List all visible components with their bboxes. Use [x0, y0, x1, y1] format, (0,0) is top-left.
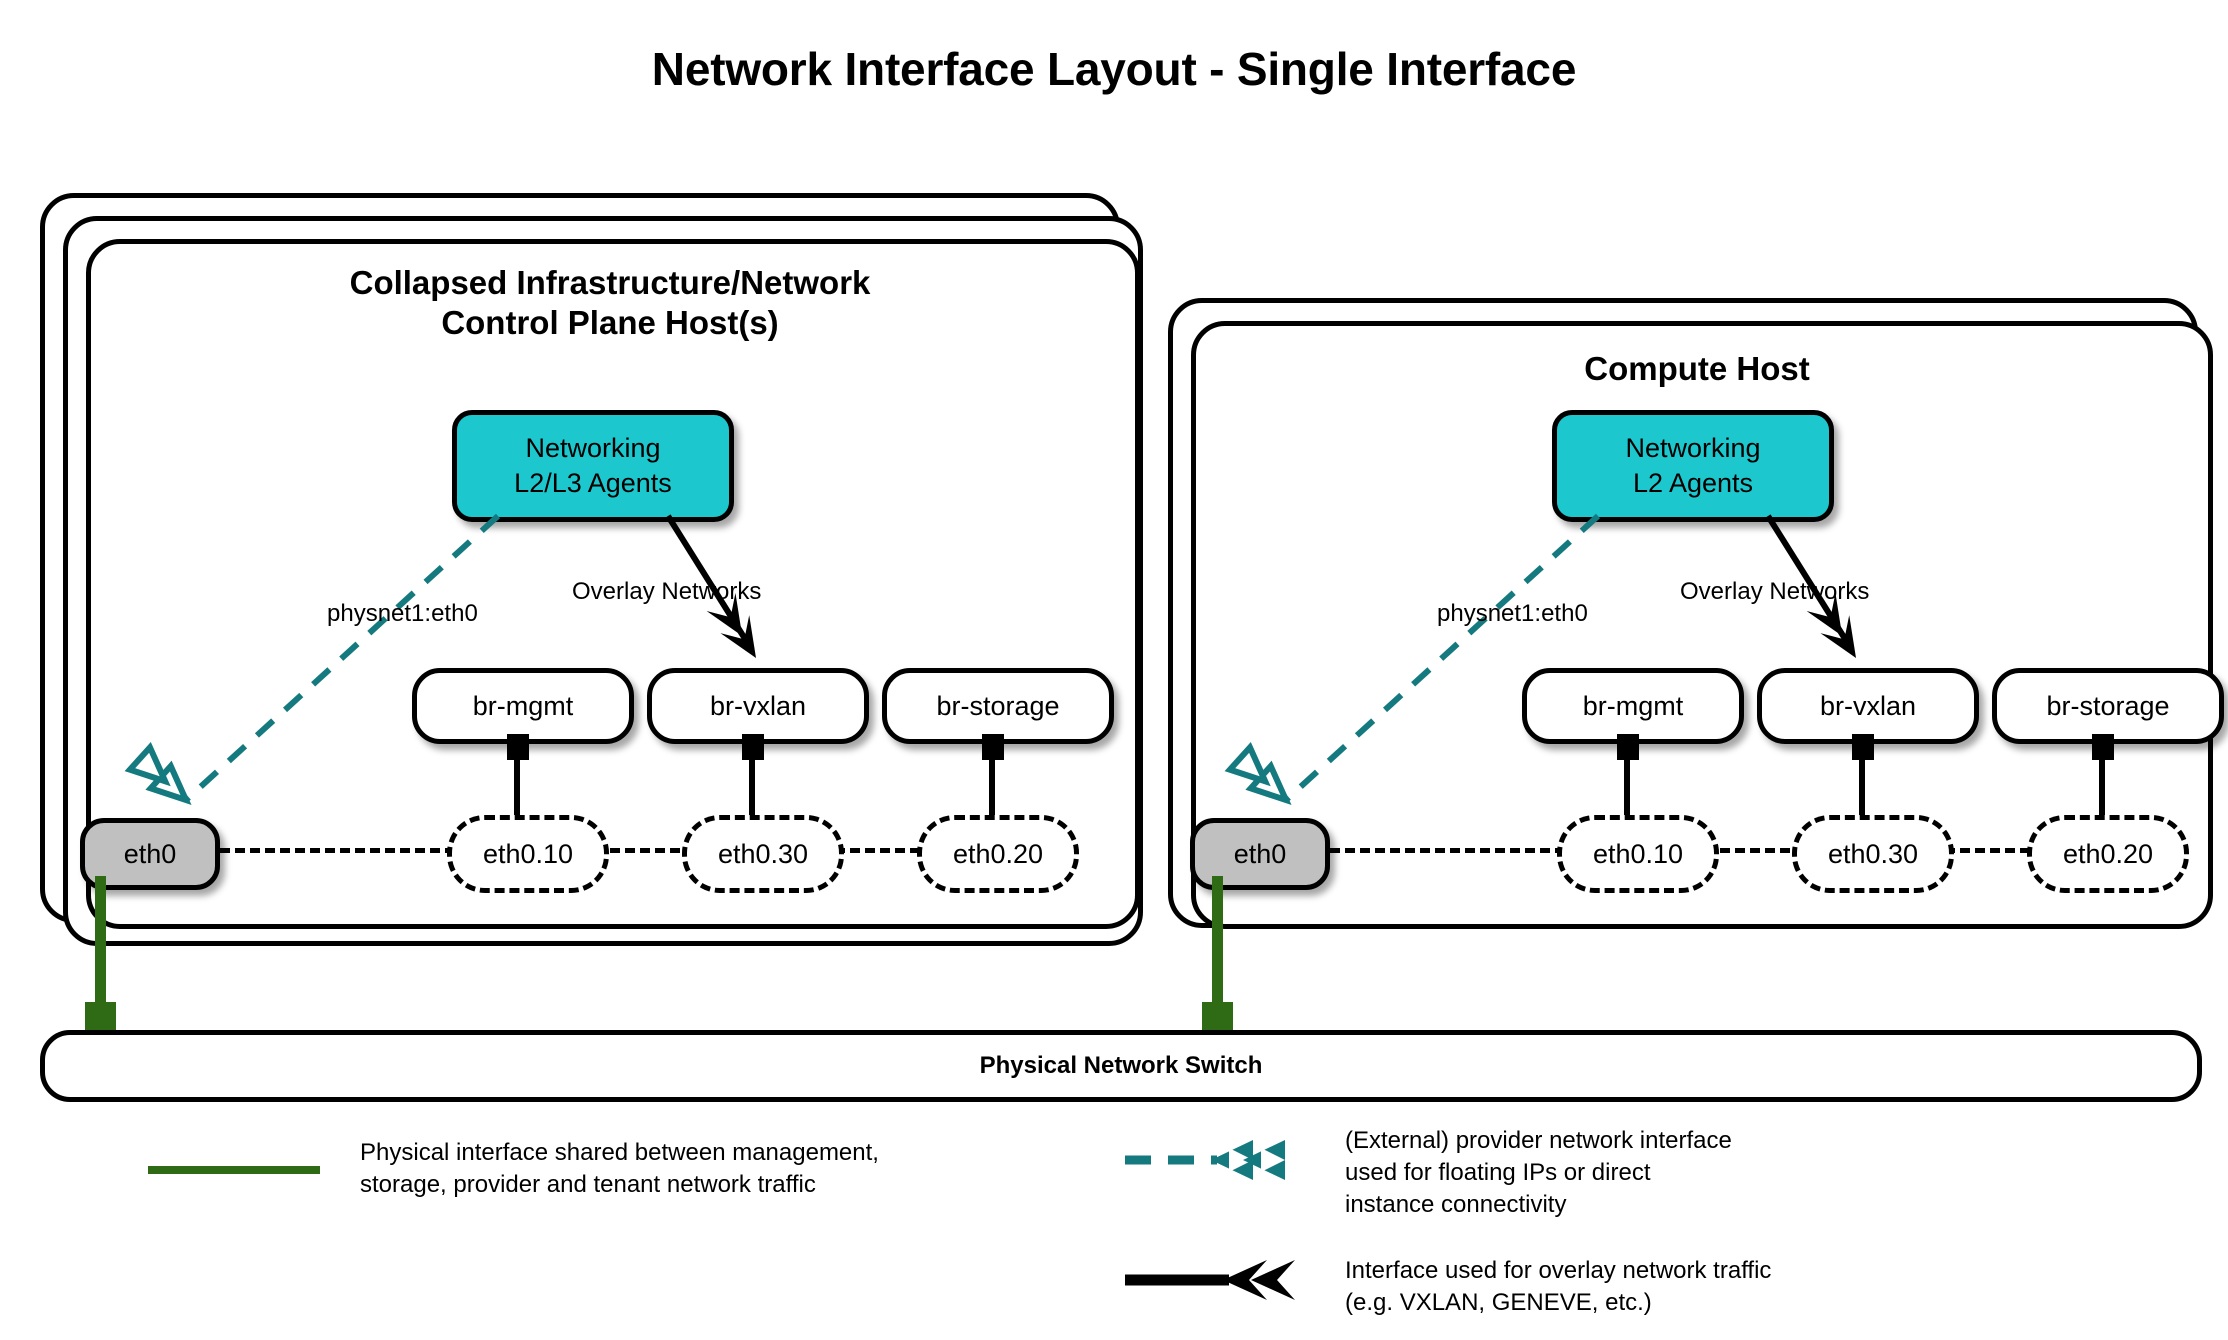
bridge-label: br-mgmt	[472, 690, 574, 721]
control-plane-droplink-br-vxlan	[749, 760, 755, 828]
compute-overlay-arrowhead	[1806, 593, 1856, 658]
vlan-label: eth0.20	[2062, 838, 2154, 869]
control-plane-port-br-storage	[982, 734, 1004, 760]
compute-droplink-br-mgmt	[1624, 760, 1630, 828]
agents-label-line1: Networking	[1625, 433, 1761, 464]
legend-overlay-swatch	[1125, 1260, 1295, 1300]
control-plane-vlan-eth0-30[interactable]: eth0.30	[682, 815, 844, 893]
control-plane-droplink-br-storage	[989, 760, 995, 828]
control-plane-vlan-bus	[205, 848, 1025, 853]
control-plane-overlay-label: Overlay Networks	[572, 578, 762, 605]
compute-provider-dashed-line	[1283, 513, 1601, 803]
control-plane-bridge-br-vxlan[interactable]: br-vxlan	[647, 668, 869, 744]
control-plane-networking-agents-box[interactable]: Networking L2/L3 Agents	[452, 410, 734, 522]
compute-nic-eth0[interactable]: eth0	[1190, 818, 1330, 890]
bridge-label: br-vxlan	[709, 690, 807, 721]
compute-networking-agents-box[interactable]: Networking L2 Agents	[1552, 410, 1834, 522]
compute-droplink-br-vxlan	[1859, 760, 1865, 828]
bridge-label: br-vxlan	[1819, 690, 1917, 721]
compute-port-br-vxlan	[1852, 734, 1874, 760]
control-plane-droplink-br-mgmt	[514, 760, 520, 828]
compute-vlan-eth0-10[interactable]: eth0.10	[1557, 815, 1719, 893]
compute-droplink-br-storage	[2099, 760, 2105, 828]
compute-agent-edges	[1224, 513, 1856, 805]
control-plane-vlan-eth0-20[interactable]: eth0.20	[917, 815, 1079, 893]
agents-label-line1: Networking	[525, 433, 661, 464]
vlan-label: eth0.20	[952, 838, 1044, 869]
agents-label-line2: L2/L3 Agents	[514, 468, 672, 498]
compute-port-br-mgmt	[1617, 734, 1639, 760]
control-plane-agent-edges	[124, 513, 756, 805]
control-plane-physical-cable	[95, 876, 106, 1016]
bridge-label: br-storage	[936, 690, 1060, 721]
compute-vlan-bus	[1315, 848, 2135, 853]
compute-bridge-br-vxlan[interactable]: br-vxlan	[1757, 668, 1979, 744]
legend-physical-swatch	[148, 1166, 320, 1174]
compute-bridge-br-mgmt[interactable]: br-mgmt	[1522, 668, 1744, 744]
control-plane-bridge-br-storage[interactable]: br-storage	[882, 668, 1114, 744]
control-plane-overlay-arrowhead	[706, 593, 756, 658]
vlan-label: eth0.10	[1592, 838, 1684, 869]
control-plane-cable-plug	[85, 1002, 116, 1034]
page-title: Network Interface Layout - Single Interf…	[651, 43, 1577, 95]
control-plane-host-title-line1: Collapsed Infrastructure/Network	[349, 264, 871, 301]
compute-cable-plug	[1202, 1002, 1233, 1034]
control-plane-vlan-eth0-10[interactable]: eth0.10	[447, 815, 609, 893]
control-plane-provider-dashed-line	[183, 513, 501, 803]
compute-vlan-eth0-30[interactable]: eth0.30	[1792, 815, 1954, 893]
bridge-label: br-mgmt	[1582, 690, 1684, 721]
nic-label: eth0	[1233, 838, 1287, 869]
switch-label: Physical Network Switch	[979, 1052, 1263, 1079]
compute-host-title: Compute Host	[1241, 349, 2153, 389]
control-plane-host-panel[interactable]	[86, 239, 1140, 929]
compute-port-br-storage	[2092, 734, 2114, 760]
control-plane-host-title: Collapsed Infrastructure/Network Control…	[140, 263, 1080, 344]
legend-overlay-text: Interface used for overlay network traff…	[1345, 1257, 1772, 1317]
control-plane-port-br-mgmt	[507, 734, 529, 760]
legend-overlay-arrowhead	[1223, 1260, 1295, 1300]
control-plane-port-br-vxlan	[742, 734, 764, 760]
compute-vlan-eth0-20[interactable]: eth0.20	[2027, 815, 2189, 893]
control-plane-bridge-br-mgmt[interactable]: br-mgmt	[412, 668, 634, 744]
physical-network-switch[interactable]: Physical Network Switch	[40, 1030, 2202, 1102]
legend-provider-arrowhead	[1211, 1140, 1285, 1180]
agents-label-line2: L2 Agents	[1632, 468, 1754, 498]
vlan-label: eth0.30	[1827, 838, 1919, 869]
legend-physical-text: Physical interface shared between manage…	[360, 1139, 879, 1199]
compute-overlay-label: Overlay Networks	[1680, 578, 1870, 605]
vlan-label: eth0.10	[482, 838, 574, 869]
compute-provider-arrowhead	[1224, 741, 1292, 805]
legend-provider-text: (External) provider network interface us…	[1345, 1127, 1732, 1219]
nic-label: eth0	[123, 838, 177, 869]
compute-provider-label: physnet1:eth0	[1437, 600, 1588, 627]
compute-host-title-line1: Compute Host	[1584, 350, 1810, 387]
compute-bridge-br-storage[interactable]: br-storage	[1992, 668, 2224, 744]
control-plane-provider-label: physnet1:eth0	[327, 600, 478, 627]
vlan-label: eth0.30	[717, 838, 809, 869]
bridge-label: br-storage	[2046, 690, 2170, 721]
legend-provider-swatch	[1125, 1140, 1285, 1180]
control-plane-host-title-line2: Control Plane Host(s)	[441, 304, 779, 342]
control-plane-provider-arrowhead	[124, 741, 192, 805]
compute-physical-cable	[1212, 876, 1223, 1016]
